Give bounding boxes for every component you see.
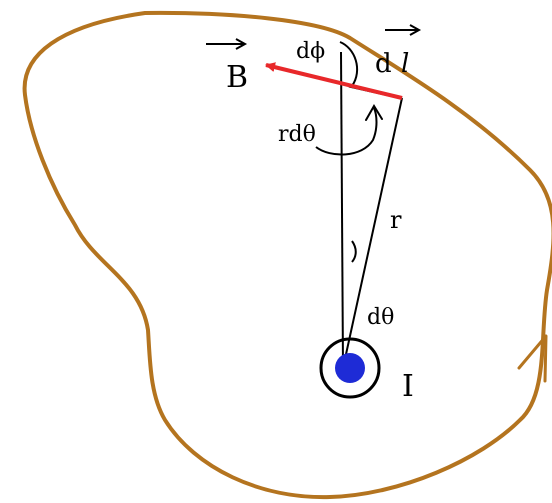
rdtheta-curved-arrow [315,107,378,156]
wire-core [335,353,365,383]
vertical-reference-line [340,51,344,369]
dtheta-arc [351,240,357,263]
loop-direction-arrow [517,334,548,383]
label-dtheta: dθ [367,305,394,330]
label-dl-d: d [375,49,392,79]
label-dphi: dϕ [296,39,325,64]
label-current: I [402,369,414,404]
field-vector-arrow [265,62,403,100]
radius-line [342,97,403,369]
wire-outer-ring [319,337,381,399]
b-vector-overarrow [206,38,248,50]
dphi-arc [339,41,358,87]
label-rdtheta: rdθ [278,122,316,147]
label-dl-l: l [401,49,409,79]
amperian-loop [22,10,552,500]
rdtheta-arrowhead [365,104,383,121]
label-b: B [226,60,248,95]
label-r: r [390,206,402,234]
dl-vector-overarrow [385,24,422,36]
